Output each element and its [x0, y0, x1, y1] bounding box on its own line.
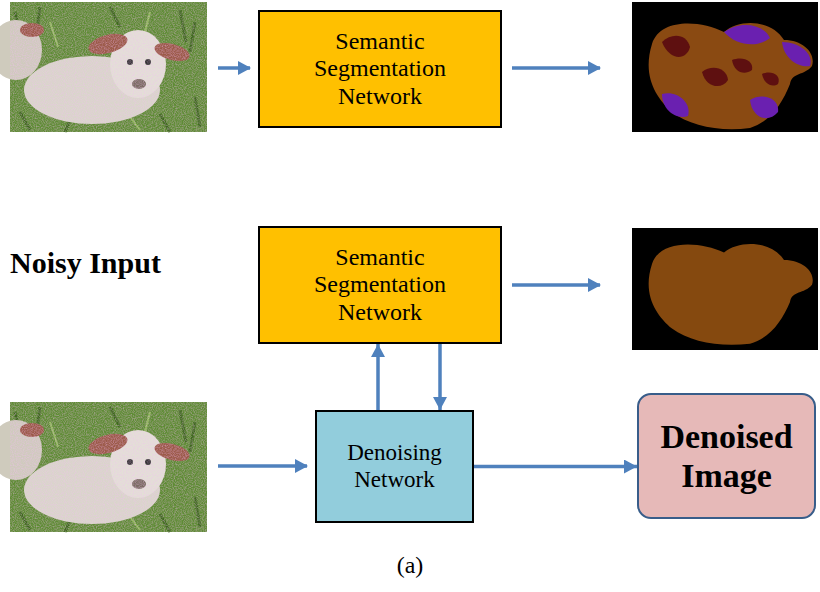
output-box: Denoised Image — [637, 393, 816, 519]
input-label: Noisy Input — [10, 246, 161, 280]
segmentation-output-noisy — [632, 2, 818, 132]
node-text: Semantic Segmentation Network — [290, 28, 470, 111]
flow-arrow — [512, 283, 600, 287]
segmentation-box: Semantic Segmentation Network — [258, 226, 502, 344]
node-text: Denoised Image — [647, 417, 806, 495]
node-text: Semantic Segmentation Network — [290, 244, 470, 327]
denoising-box: Denoising Network — [315, 410, 474, 523]
flow-arrow — [218, 66, 250, 70]
figure-caption: (a) — [397, 552, 424, 579]
flow-arrow — [512, 66, 600, 70]
segmentation-box: Semantic Segmentation Network — [258, 10, 502, 128]
connector-arrow — [474, 465, 637, 469]
connector-arrow — [438, 344, 442, 410]
noisy-image — [0, 2, 207, 132]
node-text: Denoising Network — [330, 440, 460, 493]
flow-arrow — [218, 464, 307, 468]
connector-arrow — [376, 344, 380, 410]
segmentation-output-clean — [632, 228, 818, 350]
noisy-image — [0, 402, 207, 532]
